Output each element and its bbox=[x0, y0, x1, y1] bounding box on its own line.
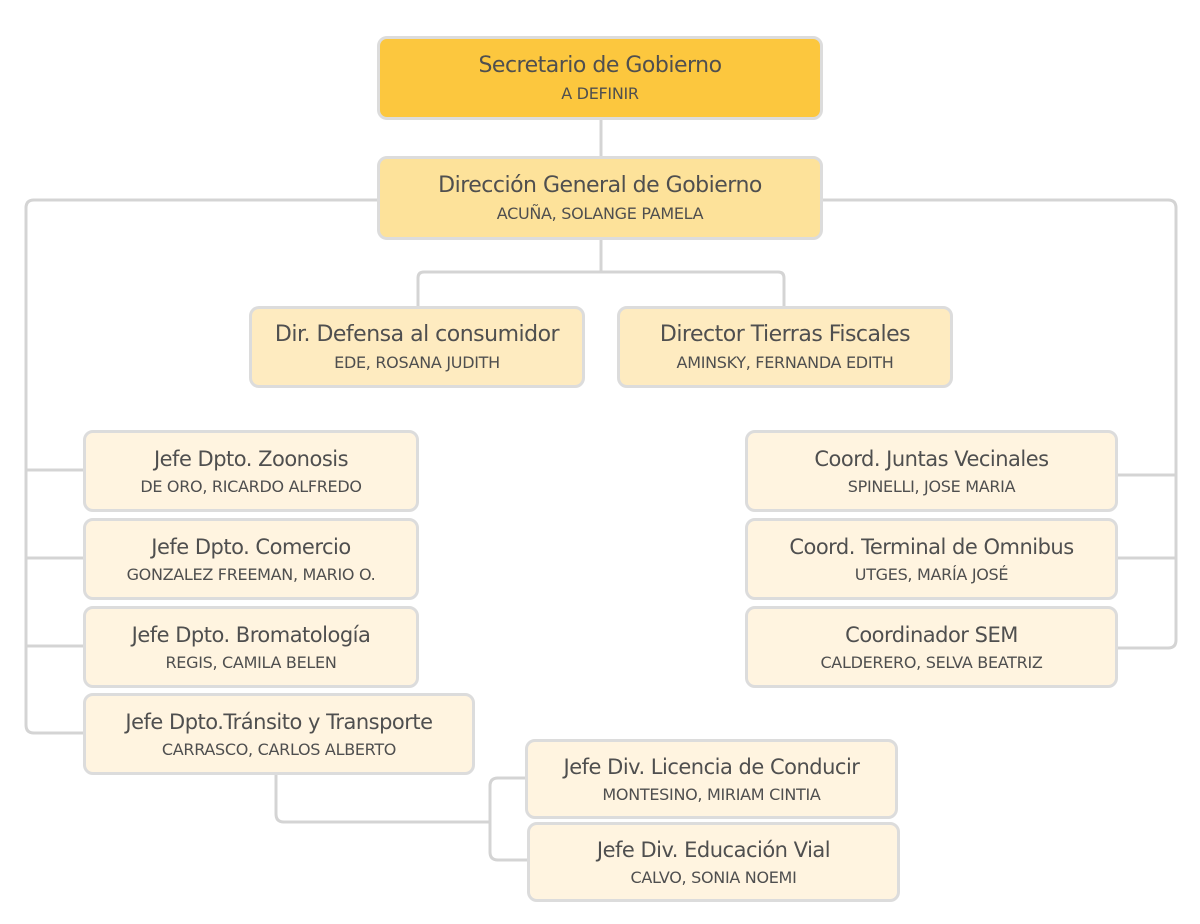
node-title: Dirección General de Gobierno bbox=[438, 172, 762, 198]
connector-left-branches bbox=[26, 468, 84, 648]
node-person: CARRASCO, CARLOS ALBERTO bbox=[161, 739, 397, 759]
node-sem[interactable]: Coordinador SEM CALDERERO, SELVA BEATRIZ bbox=[745, 606, 1118, 688]
node-title: Jefe Dpto.Tránsito y Transporte bbox=[125, 709, 433, 734]
node-title: Jefe Dpto. Zoonosis bbox=[153, 446, 349, 471]
node-title: Director Tierras Fiscales bbox=[659, 321, 911, 347]
connector-direccion-directores bbox=[416, 238, 786, 307]
node-title: Coord. Juntas Vecinales bbox=[814, 446, 1049, 471]
node-bromatologia[interactable]: Jefe Dpto. Bromatología REGIS, CAMILA BE… bbox=[83, 606, 419, 688]
node-title: Jefe Dpto. Comercio bbox=[151, 534, 351, 559]
node-person: CALDERERO, SELVA BEATRIZ bbox=[820, 652, 1043, 672]
node-title: Coordinador SEM bbox=[845, 622, 1018, 647]
node-person: DE ORO, RICARDO ALFREDO bbox=[140, 476, 362, 496]
node-person: MONTESINO, MIRIAM CINTIA bbox=[602, 784, 821, 804]
node-educacion-vial[interactable]: Jefe Div. Educación Vial CALVO, SONIA NO… bbox=[527, 822, 900, 902]
node-person: GONZALEZ FREEMAN, MARIO O. bbox=[126, 564, 376, 584]
connector-left-spine bbox=[24, 198, 378, 735]
node-title: Coord. Terminal de Omnibus bbox=[789, 534, 1074, 559]
node-zoonosis[interactable]: Jefe Dpto. Zoonosis DE ORO, RICARDO ALFR… bbox=[83, 430, 419, 512]
node-secretario[interactable]: Secretario de Gobierno A DEFINIR bbox=[377, 36, 823, 120]
node-tierras-fiscales[interactable]: Director Tierras Fiscales AMINSKY, FERNA… bbox=[617, 306, 953, 388]
node-title: Dir. Defensa al consumidor bbox=[274, 321, 560, 347]
node-title: Jefe Dpto. Bromatología bbox=[131, 622, 371, 647]
node-person: REGIS, CAMILA BELEN bbox=[165, 652, 337, 672]
node-person: ACUÑA, SOLANGE PAMELA bbox=[496, 203, 704, 223]
connector-transito-divisiones bbox=[274, 774, 490, 824]
node-title: Jefe Div. Licencia de Conducir bbox=[563, 754, 860, 779]
node-title: Jefe Div. Educación Vial bbox=[596, 837, 831, 862]
connector-right-branches bbox=[1118, 473, 1176, 560]
node-person: EDE, ROSANA JUDITH bbox=[334, 352, 500, 372]
node-licencia-conducir[interactable]: Jefe Div. Licencia de Conducir MONTESINO… bbox=[525, 739, 898, 819]
node-person: AMINSKY, FERNANDA EDITH bbox=[676, 352, 894, 372]
node-direccion-general[interactable]: Dirección General de Gobierno ACUÑA, SOL… bbox=[377, 156, 823, 240]
node-transito[interactable]: Jefe Dpto.Tránsito y Transporte CARRASCO… bbox=[83, 693, 475, 775]
node-person: UTGES, MARÍA JOSÉ bbox=[854, 564, 1009, 584]
connector-right-spine bbox=[822, 198, 1178, 650]
node-person: SPINELLI, JOSE MARIA bbox=[847, 476, 1016, 496]
node-person: A DEFINIR bbox=[561, 83, 639, 103]
node-person: CALVO, SONIA NOEMI bbox=[630, 867, 797, 887]
node-comercio[interactable]: Jefe Dpto. Comercio GONZALEZ FREEMAN, MA… bbox=[83, 518, 419, 600]
node-terminal-omnibus[interactable]: Coord. Terminal de Omnibus UTGES, MARÍA … bbox=[745, 518, 1118, 600]
node-juntas-vecinales[interactable]: Coord. Juntas Vecinales SPINELLI, JOSE M… bbox=[745, 430, 1118, 512]
node-defensa-consumidor[interactable]: Dir. Defensa al consumidor EDE, ROSANA J… bbox=[249, 306, 585, 388]
connector-divisiones-bracket bbox=[488, 776, 528, 862]
node-title: Secretario de Gobierno bbox=[478, 52, 722, 78]
